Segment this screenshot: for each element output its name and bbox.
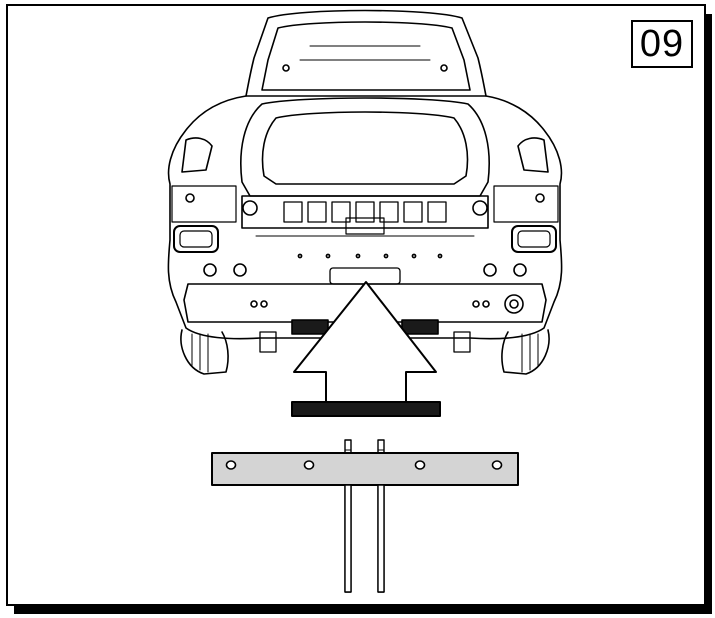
mounting-bracket-icon bbox=[211, 439, 519, 593]
left-rear-lamp bbox=[173, 225, 219, 253]
tailgate-inner bbox=[261, 21, 471, 91]
tailgate-outline bbox=[245, 9, 487, 97]
install-direction-arrow-icon bbox=[291, 281, 441, 417]
bumper-beam bbox=[183, 283, 547, 323]
trunk-opening bbox=[240, 97, 490, 197]
left-tyre bbox=[180, 329, 229, 375]
right-tyre bbox=[501, 329, 550, 375]
step-number-badge: 09 bbox=[631, 20, 693, 68]
right-rear-lamp bbox=[511, 225, 557, 253]
car-rear-view-icon bbox=[167, 9, 563, 375]
